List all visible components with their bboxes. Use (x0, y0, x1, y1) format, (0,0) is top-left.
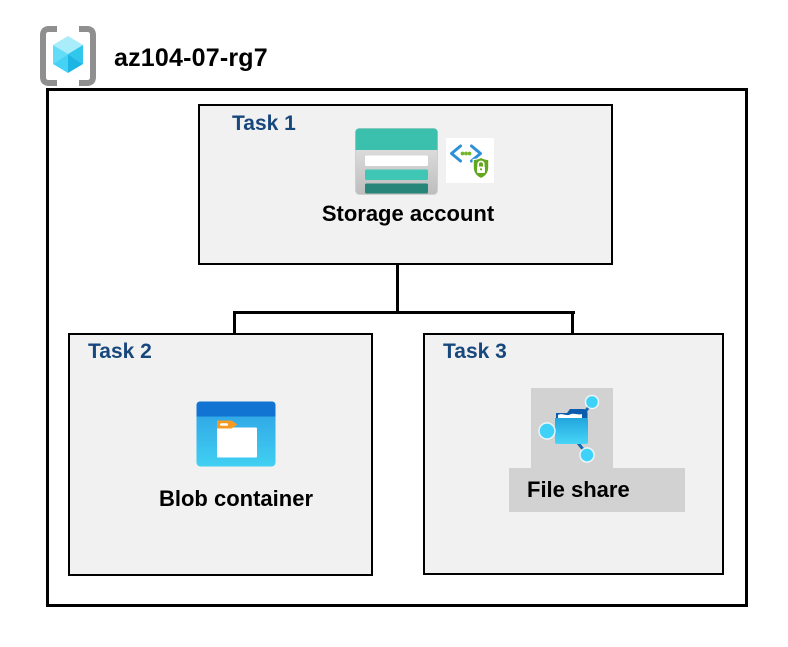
blob-container-label: Blob container (158, 486, 314, 511)
task1-label: Task 1 (232, 112, 296, 135)
file-share-icon-backdrop (531, 388, 613, 468)
resource-group-icon (40, 26, 96, 86)
task1-box: Task 1 Storage account (198, 104, 613, 265)
blob-container-icon (196, 401, 276, 467)
resource-group-name: az104-07-rg7 (114, 44, 268, 72)
task2-box: Task 2 Blob container (68, 333, 373, 576)
file-share-label-backdrop: File share (509, 468, 685, 512)
storage-account-icon (355, 128, 438, 195)
secure-access-icon (446, 138, 494, 183)
task3-label: Task 3 (443, 340, 507, 363)
connector-storage-down (396, 232, 399, 312)
task2-label: Task 2 (88, 340, 152, 363)
file-share-label: File share (527, 477, 630, 502)
connector-branch-horizontal (233, 311, 575, 314)
storage-account-label: Storage account (321, 201, 495, 226)
file-share-icon (538, 394, 600, 463)
task3-box: Task 3 File share (423, 333, 724, 575)
